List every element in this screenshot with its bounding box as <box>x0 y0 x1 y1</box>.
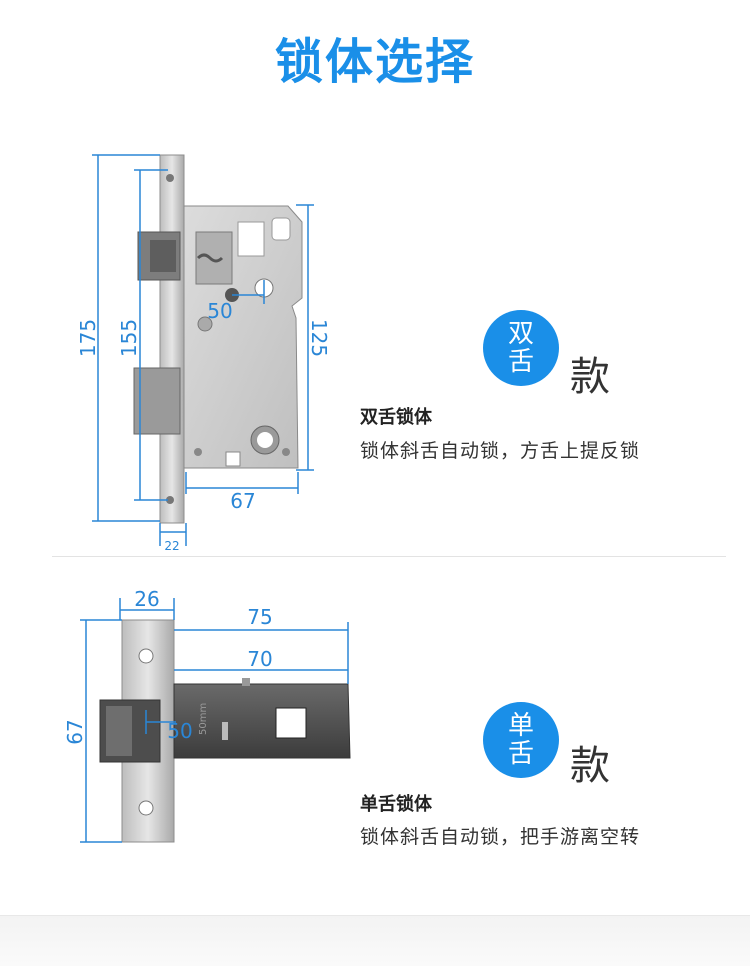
dead-bolt <box>133 367 181 435</box>
single-name: 单舌锁体 <box>360 794 432 815</box>
dim-50-top: 50 <box>207 299 232 323</box>
double-name: 双舌锁体 <box>360 407 432 428</box>
single-desc: 锁体斜舌自动锁，把手游离空转 <box>360 826 641 848</box>
dim-155: 155 <box>117 319 141 357</box>
faceplate <box>159 154 185 524</box>
page-title: 锁体选择 <box>274 34 475 90</box>
double-suffix: 款 <box>570 354 610 400</box>
dim-22: 22 <box>164 539 179 553</box>
bottom-band <box>0 915 750 966</box>
single-suffix: 款 <box>570 743 610 789</box>
dim-175: 175 <box>76 319 100 357</box>
single-badge: 单 舌 <box>483 702 559 778</box>
section-divider <box>52 556 726 557</box>
dim-125: 125 <box>307 319 331 357</box>
dim-67-top: 67 <box>230 489 255 513</box>
double-desc: 锁体斜舌自动锁，方舌上提反锁 <box>360 440 641 462</box>
double-badge: 双 舌 <box>483 310 559 386</box>
